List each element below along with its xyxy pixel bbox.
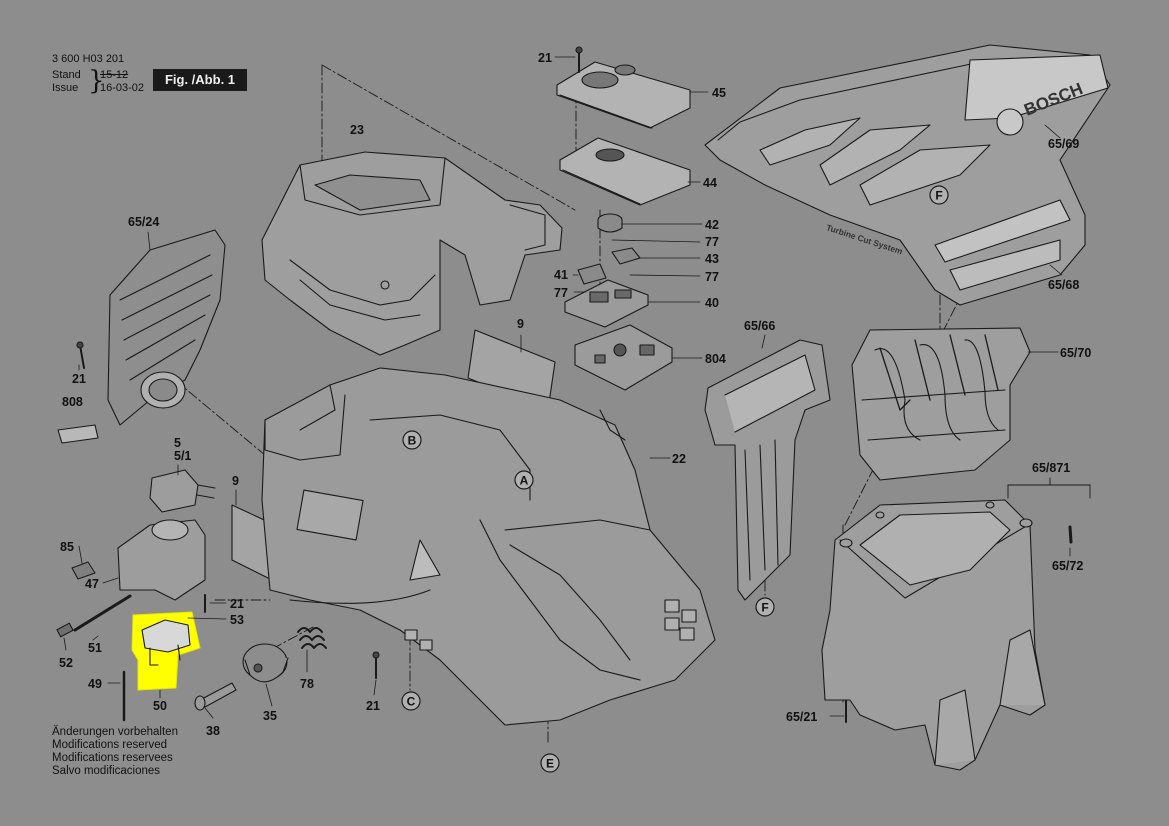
label-85: 85 [60, 540, 74, 554]
label-53: 53 [230, 613, 244, 627]
part-5-plug [149, 469, 216, 513]
label-35: 35 [263, 709, 277, 723]
brace-glyph: } [88, 66, 105, 96]
label-51: 51 [88, 641, 102, 655]
part-52-spring [56, 622, 74, 638]
part-85-clip [71, 561, 96, 580]
part-43-button [611, 247, 641, 265]
label-21-top: 21 [538, 51, 552, 65]
part-35-rotary-knob [242, 643, 289, 683]
label-77-b: 77 [705, 270, 719, 284]
part-65-871-bracket [1007, 477, 1091, 499]
label-5: 5 [174, 436, 181, 450]
part-65-871-stand-frame [821, 499, 1046, 771]
notice-line-fr: Modifications reservees [52, 752, 173, 764]
label-65-68: 65/68 [1048, 278, 1079, 292]
part-78-spring [297, 627, 327, 649]
label-77-c: 77 [554, 286, 568, 300]
marker-f-top: F [935, 189, 942, 203]
part-47-switch-holder [117, 519, 206, 601]
part-45-cover-plate [556, 61, 691, 129]
issue-label: Issue [52, 82, 79, 94]
part-40-switch-module [564, 279, 649, 328]
label-5-1: 5/1 [174, 449, 191, 463]
reference-markers: A B C E F F [401, 185, 949, 773]
label-21-mid: 21 [230, 597, 244, 611]
label-41: 41 [554, 268, 568, 282]
part-22-base-housing [261, 367, 716, 726]
part-44-mounting-plate [559, 137, 691, 206]
part-50-highlighted-contact [131, 611, 201, 691]
part-65-66-handle [704, 339, 831, 601]
notice-line-es: Salvo modificaciones [52, 765, 161, 777]
leader-lines [63, 56, 1071, 719]
marker-a: A [520, 474, 529, 488]
label-49: 49 [88, 677, 102, 691]
part-808-sticker [57, 424, 99, 444]
part-38-bolt [194, 682, 237, 711]
label-65-24: 65/24 [128, 215, 159, 229]
notice-line-en: Modifications reserved [52, 739, 168, 751]
label-65-69: 65/69 [1048, 137, 1079, 151]
marker-c: C [407, 695, 416, 709]
label-52: 52 [59, 656, 73, 670]
label-65-70: 65/70 [1060, 346, 1091, 360]
label-65-21: 65/21 [786, 710, 817, 724]
part-42-knob [597, 213, 623, 233]
label-23: 23 [350, 123, 364, 137]
part-65-72-pin [1068, 525, 1073, 544]
label-22: 22 [672, 452, 686, 466]
label-47: 47 [85, 577, 99, 591]
label-43: 43 [705, 252, 719, 266]
label-808: 808 [62, 395, 83, 409]
part-65-24-air-grille [107, 229, 226, 426]
modification-notice: Änderungen vorbehalten Modifications res… [52, 726, 178, 778]
label-45: 45 [712, 86, 726, 100]
label-9-mid: 9 [232, 474, 239, 488]
label-78: 78 [300, 677, 314, 691]
label-21-left: 21 [72, 372, 86, 386]
label-44: 44 [703, 176, 717, 190]
issue-value: 16-03-02 [100, 82, 145, 94]
label-65-871: 65/871 [1032, 461, 1070, 475]
label-9-top: 9 [517, 317, 524, 331]
label-21-bottom: 21 [366, 699, 380, 713]
part-23-upper-housing [261, 151, 563, 356]
document-number: 3 600 H03 201 [52, 53, 125, 65]
part-41-button [577, 263, 607, 285]
marker-e: E [546, 757, 554, 771]
part-51-rod [73, 594, 132, 632]
figure-label: Fig. /Abb. 1 [153, 69, 247, 91]
notice-line-de: Änderungen vorbehalten [52, 726, 178, 738]
label-50: 50 [153, 699, 167, 713]
part-65-69-catcher-lid [704, 44, 1111, 306]
label-65-72: 65/72 [1052, 559, 1083, 573]
marker-b: B [408, 434, 417, 448]
label-65-66: 65/66 [744, 319, 775, 333]
label-40: 40 [705, 296, 719, 310]
part-21-screws [76, 46, 847, 723]
part-65-70-catcher-basket [851, 327, 1031, 481]
part-number-labels: 21 45 44 23 42 77 43 41 77 77 40 804 9 6… [59, 51, 1091, 738]
part-804-circuit-board [574, 324, 673, 391]
label-42: 42 [705, 218, 719, 232]
marker-f-bottom: F [761, 601, 768, 615]
stand-label: Stand [52, 69, 81, 81]
label-38: 38 [206, 724, 220, 738]
stand-value: 15-12 [100, 69, 129, 81]
label-804: 804 [705, 352, 726, 366]
label-77-a: 77 [705, 235, 719, 249]
